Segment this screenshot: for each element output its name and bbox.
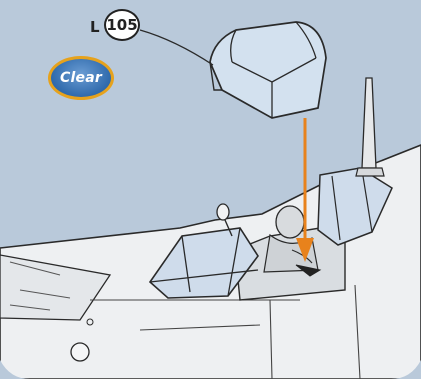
canopy-part — [210, 22, 326, 118]
leader-line — [140, 30, 213, 65]
fuselage-hole — [71, 343, 89, 361]
part-letter: L — [90, 17, 100, 37]
clear-part-badge: Clear — [48, 56, 114, 100]
part-number-badge: 105 — [104, 9, 140, 41]
antenna-mast — [362, 78, 376, 168]
